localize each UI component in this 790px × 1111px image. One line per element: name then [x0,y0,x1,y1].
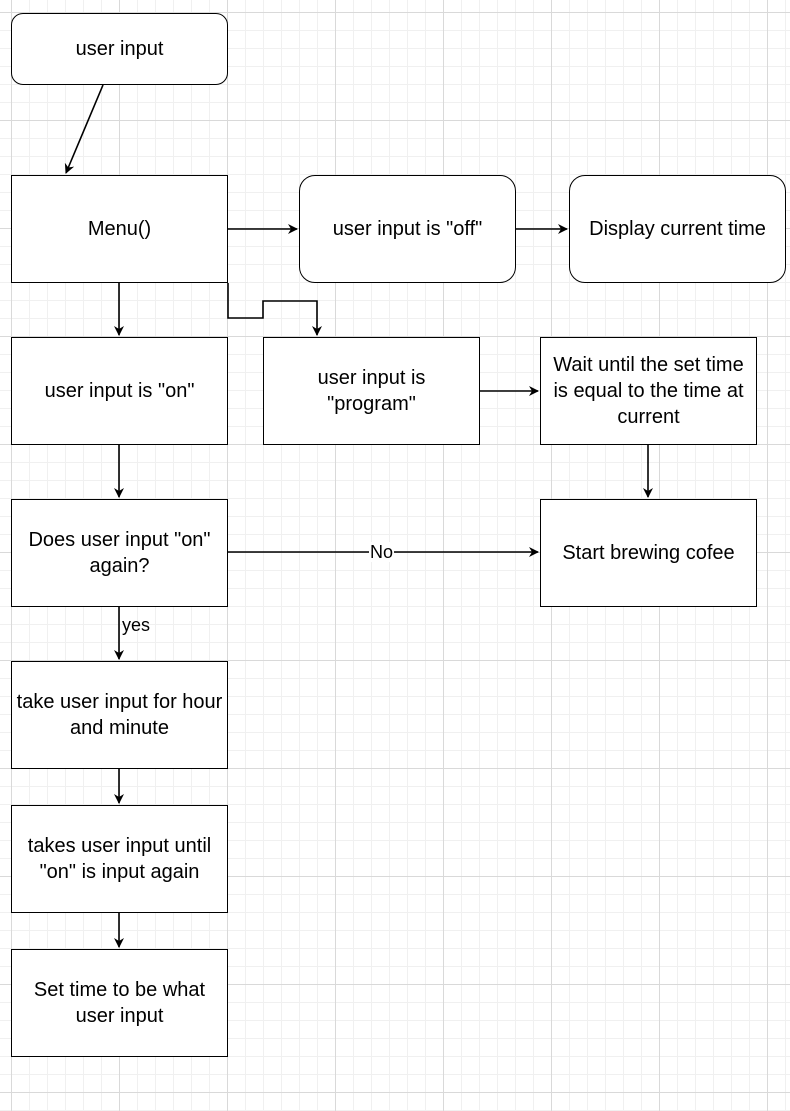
node-input-program[interactable]: user input is "program" [263,337,480,445]
node-wait-until[interactable]: Wait until the set time is equal to the … [540,337,757,445]
node-input-on[interactable]: user input is "on" [11,337,228,445]
edge-label-no: No [369,542,395,562]
node-set-time[interactable]: Set time to be what user input [11,949,228,1057]
node-user-input[interactable]: user input [11,13,228,85]
node-display-time[interactable]: Display current time [569,175,786,283]
node-takes-until-on[interactable]: takes user input until "on" is input aga… [11,805,228,913]
edge-menu-to-input-program [227,283,322,336]
edge-user-input-to-menu [64,84,104,174]
node-take-hour-minute[interactable]: take user input for hour and minute [11,661,228,769]
edge-label-yes: yes [122,615,151,635]
node-on-again[interactable]: Does user input "on" again? [11,499,228,607]
node-menu[interactable]: Menu() [11,175,228,283]
node-start-brewing[interactable]: Start brewing cofee [540,499,757,607]
node-input-off[interactable]: user input is "off" [299,175,516,283]
